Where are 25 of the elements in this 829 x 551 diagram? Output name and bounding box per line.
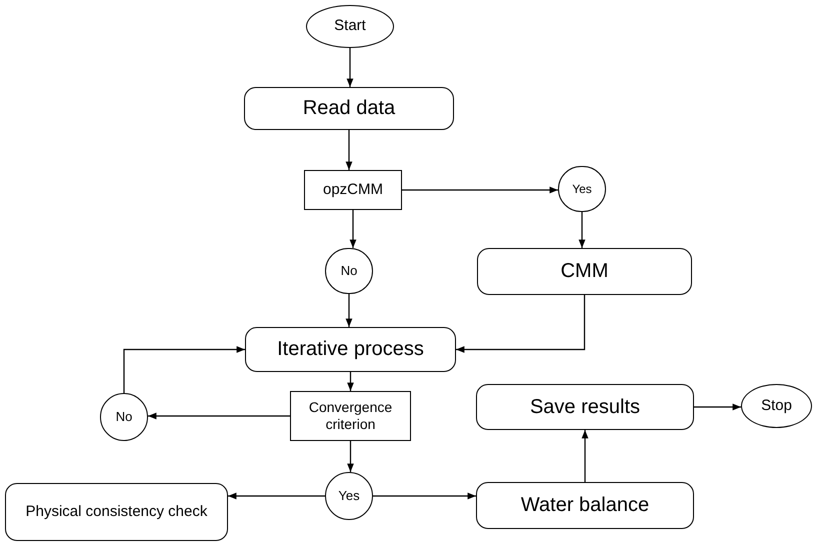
arrow: [228, 492, 325, 500]
process-box: Read data: [244, 87, 454, 130]
arrow: [350, 210, 356, 248]
arrow: [578, 212, 586, 248]
process-box: CMM: [477, 248, 692, 295]
process-box: Physical consistency check: [5, 483, 228, 541]
arrow: [582, 430, 588, 482]
arrow: [148, 412, 290, 420]
arrow: [347, 441, 354, 472]
decision-box: opzCMM: [304, 170, 402, 210]
terminal-ellipse: Start: [306, 5, 394, 48]
arrow: [346, 294, 352, 327]
arrow: [373, 492, 476, 500]
terminal-ellipse: Stop: [741, 384, 812, 428]
arrow: [456, 295, 586, 353]
arrow: [346, 48, 354, 87]
process-box: Iterative process: [245, 327, 456, 372]
arrow: [346, 130, 352, 170]
arrow: [123, 346, 245, 393]
decision-box: Convergence criterion: [290, 391, 411, 441]
arrow: [694, 404, 741, 410]
arrow: [347, 372, 354, 391]
process-box: Water balance: [476, 482, 694, 529]
process-box: Save results: [476, 384, 694, 430]
arrow: [402, 186, 558, 194]
